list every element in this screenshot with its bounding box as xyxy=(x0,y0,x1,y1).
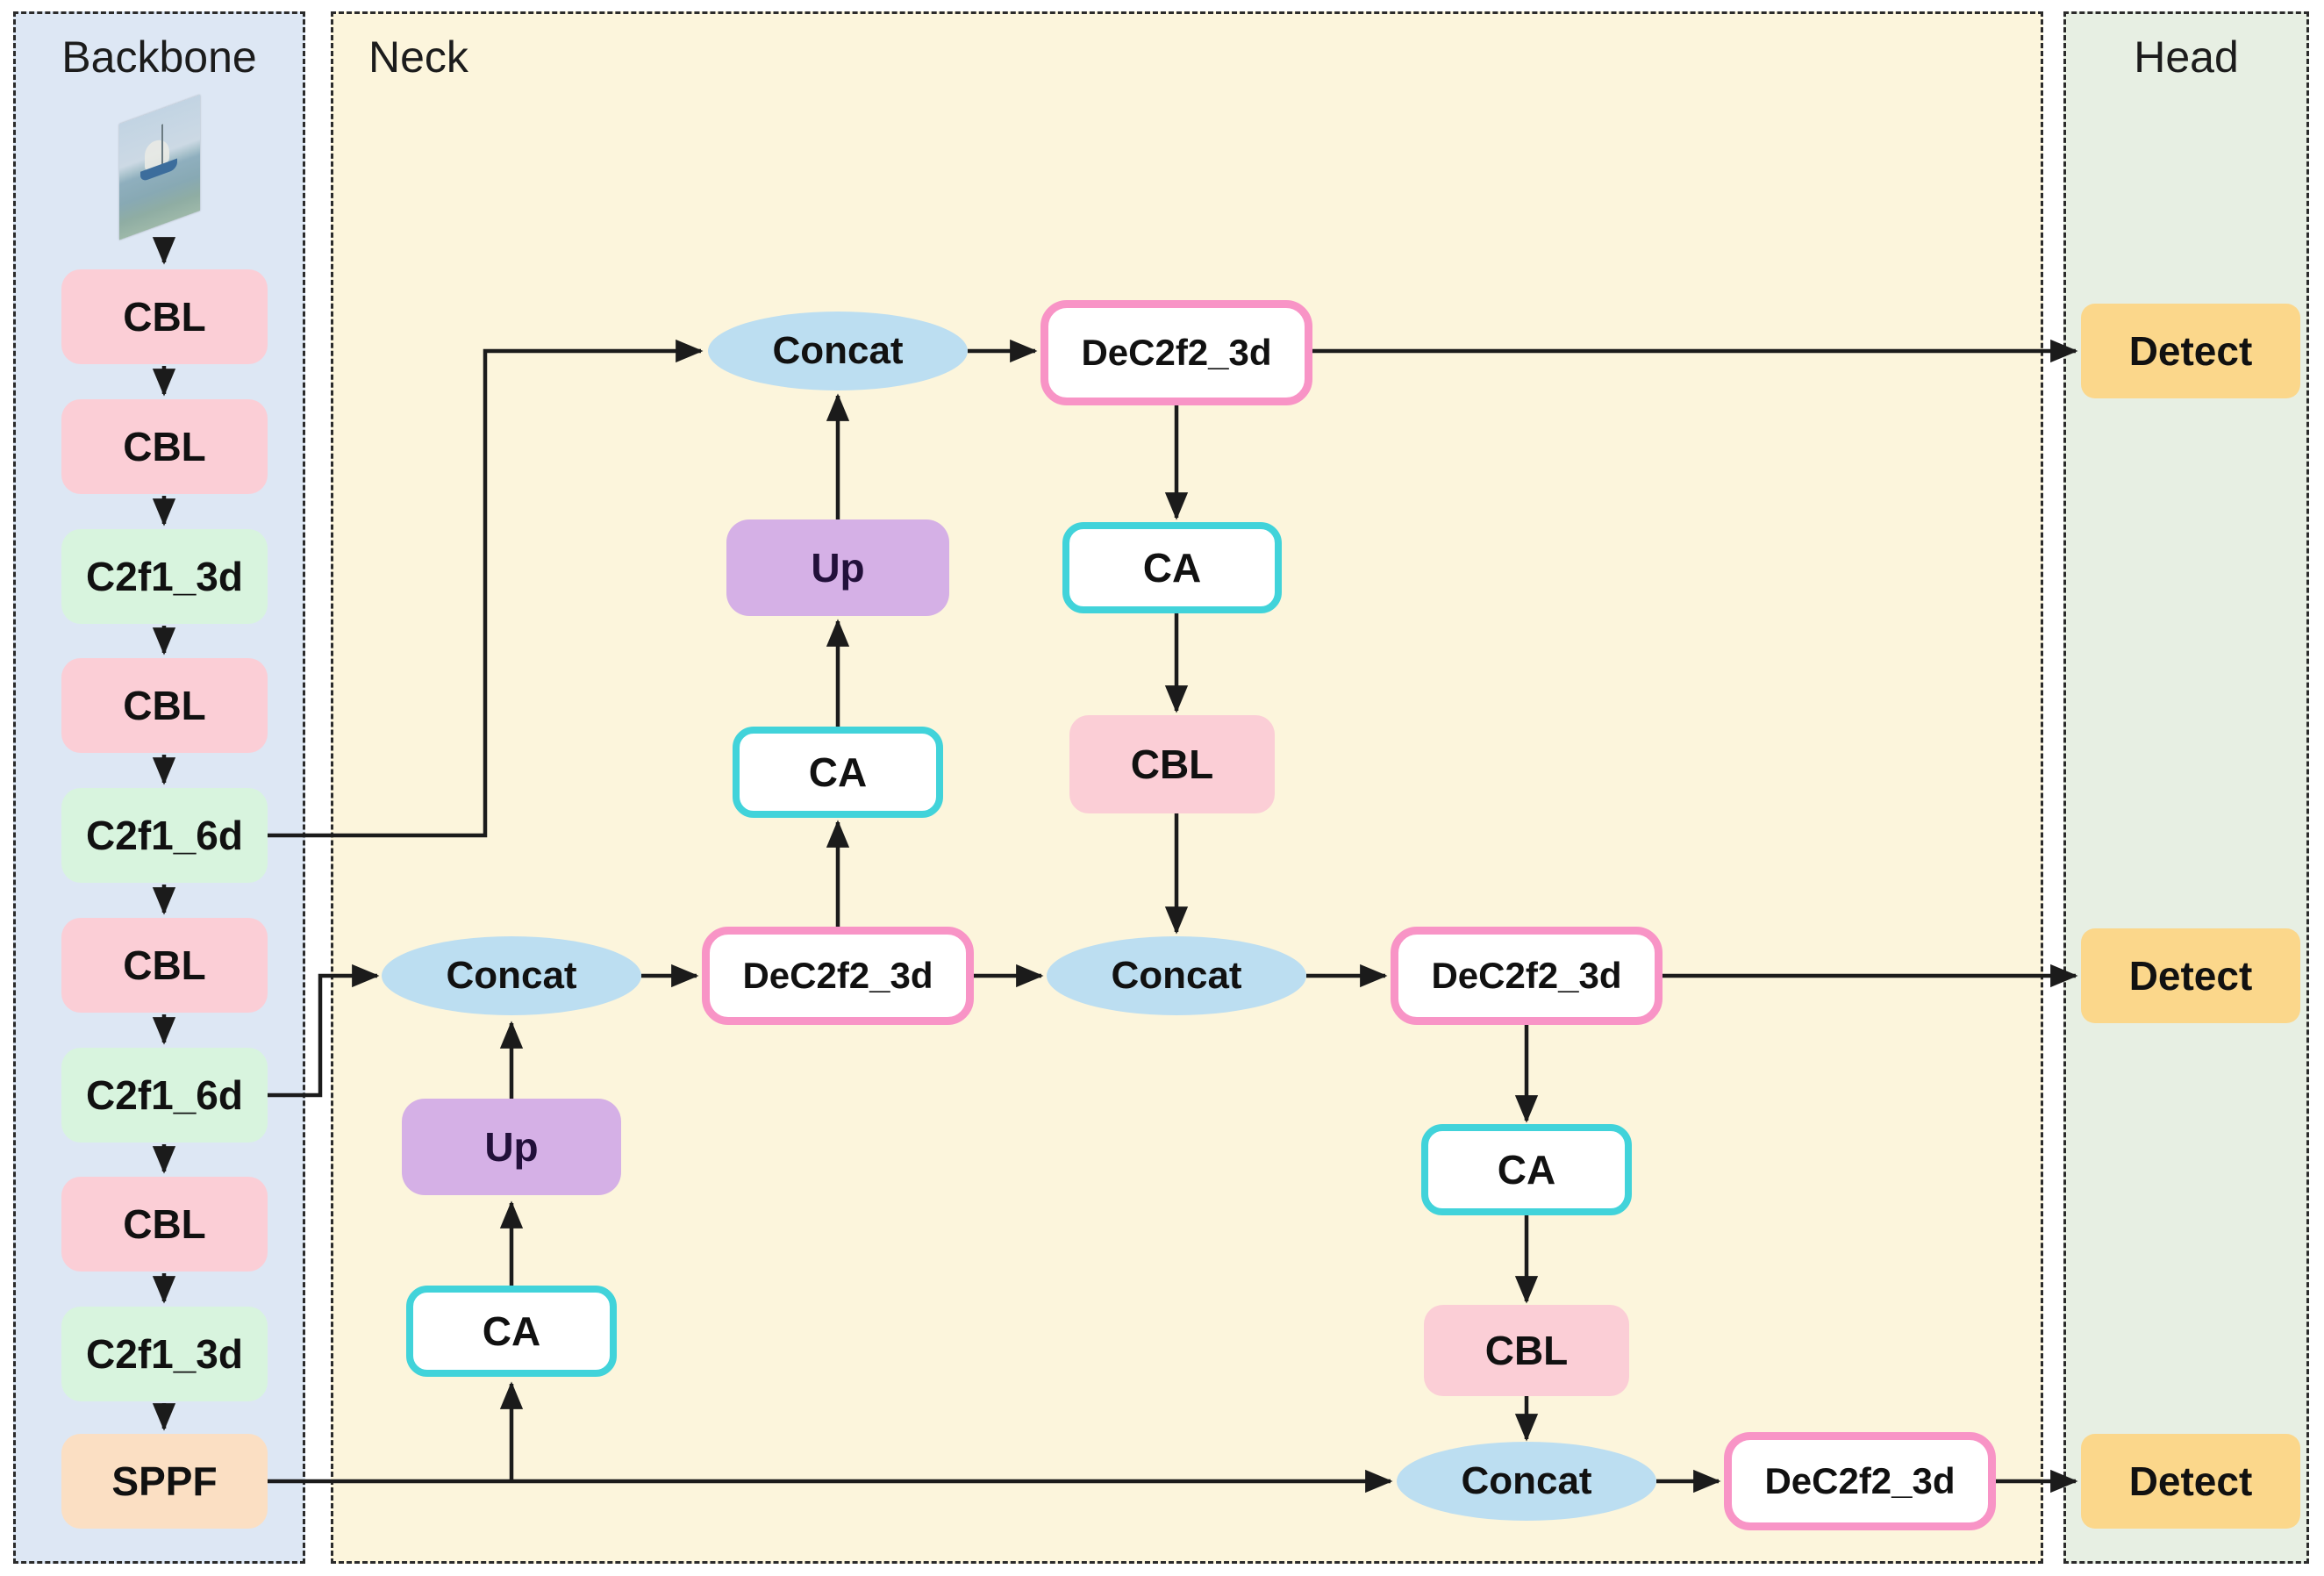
detect-middle: Detect xyxy=(2081,928,2300,1023)
backbone-c2f1-6d-2: C2f1_6d xyxy=(61,1048,268,1143)
flow-arrow xyxy=(268,964,380,1098)
backbone-cbl-1: CBL xyxy=(61,269,268,364)
concat-middle-left: Concat xyxy=(382,936,641,1015)
backbone-c2f1-6d-1: C2f1_6d xyxy=(61,788,268,883)
ca-top-right: CA xyxy=(1062,522,1282,613)
neck-title: Neck xyxy=(368,32,468,82)
backbone-sppf: SPPF xyxy=(61,1434,268,1529)
backbone-cbl-3: CBL xyxy=(61,658,268,753)
boat-mast xyxy=(161,124,163,168)
cbl-bottom-right: CBL xyxy=(1424,1305,1629,1396)
backbone-title: Backbone xyxy=(61,32,257,82)
head-title: Head xyxy=(2134,32,2239,82)
dec2f2-middle-right: DeC2f2_3d xyxy=(1391,927,1663,1025)
dec2f2-bottom: DeC2f2_3d xyxy=(1724,1432,1996,1530)
ca-bottom-left: CA xyxy=(406,1286,617,1377)
backbone-cbl-5: CBL xyxy=(61,1177,268,1272)
ca-top-left: CA xyxy=(733,727,943,818)
up-top: Up xyxy=(726,519,949,616)
flow-arrow xyxy=(268,339,704,838)
cbl-top-right: CBL xyxy=(1069,715,1275,813)
backbone-c2f1-3d-1: C2f1_3d xyxy=(61,529,268,624)
head-panel xyxy=(2063,11,2309,1564)
concat-bottom: Concat xyxy=(1397,1442,1656,1521)
up-bottom: Up xyxy=(402,1099,621,1195)
detect-top: Detect xyxy=(2081,304,2300,398)
concat-middle-right: Concat xyxy=(1047,936,1306,1015)
backbone-c2f1-3d-2: C2f1_3d xyxy=(61,1307,268,1401)
backbone-cbl-4: CBL xyxy=(61,918,268,1013)
dec2f2-middle-left: DeC2f2_3d xyxy=(702,927,974,1025)
detect-bottom: Detect xyxy=(2081,1434,2300,1529)
dec2f2-top: DeC2f2_3d xyxy=(1040,300,1312,405)
concat-top: Concat xyxy=(708,312,968,390)
ca-bottom-right: CA xyxy=(1421,1124,1632,1215)
backbone-cbl-2: CBL xyxy=(61,399,268,494)
